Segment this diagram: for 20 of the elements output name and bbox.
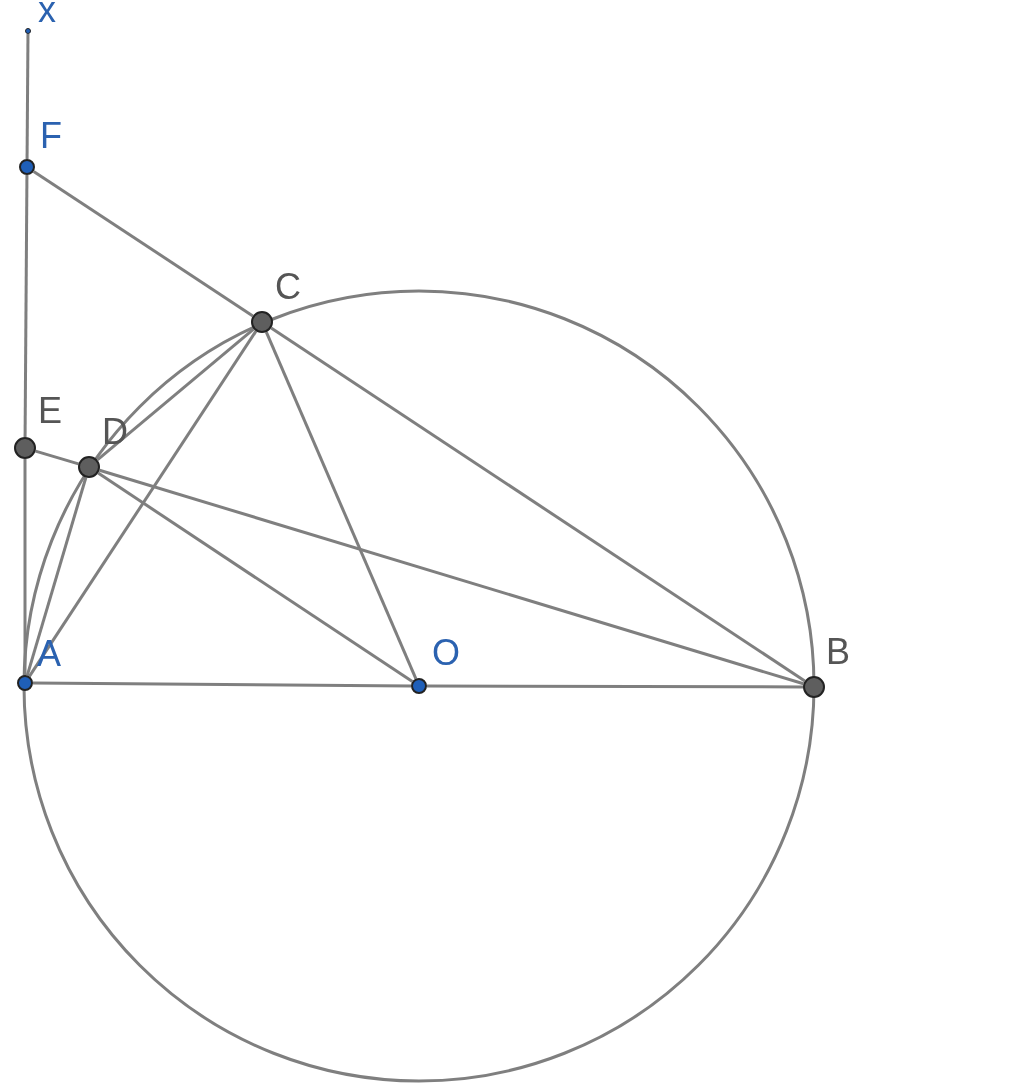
line-segment	[25, 477, 88, 676]
point-label: x	[38, 0, 56, 29]
line-segment	[23, 459, 27, 675]
point-label: F	[40, 117, 62, 155]
point-label: B	[826, 633, 850, 671]
point-label: C	[275, 268, 301, 306]
line-segment	[28, 330, 258, 678]
line-segment	[33, 681, 411, 688]
point-label: O	[432, 634, 460, 672]
line-segment	[427, 684, 803, 689]
line-segment	[96, 327, 255, 462]
line-segment	[97, 471, 414, 683]
line-segment	[25, 34, 30, 159]
point-label: E	[38, 392, 62, 430]
line-segment	[35, 449, 79, 466]
line-segment	[23, 175, 29, 437]
line-segment	[265, 331, 418, 680]
line-segment	[32, 170, 254, 318]
line-segment	[99, 468, 804, 686]
line-segment	[270, 326, 806, 683]
